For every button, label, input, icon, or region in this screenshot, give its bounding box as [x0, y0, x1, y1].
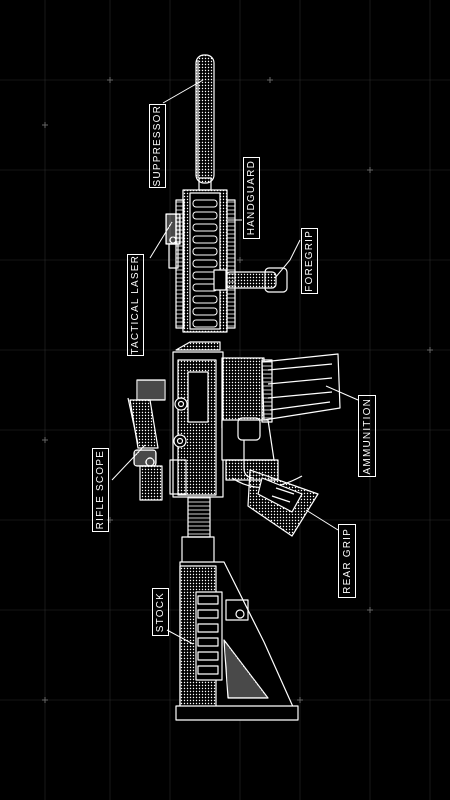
label-ammunition: AMMUNITION	[358, 395, 376, 477]
label-tactical-laser: TACTICAL LASER	[127, 254, 144, 356]
label-suppressor-text: SUPPRESSOR	[152, 105, 163, 187]
handguard-part	[175, 189, 236, 333]
label-suppressor: SUPPRESSOR	[149, 104, 166, 188]
label-rear-grip-text: REAR GRIP	[341, 528, 353, 594]
rear-grip-part	[247, 469, 319, 537]
label-stock: STOCK	[152, 588, 169, 636]
rifle-illustration	[127, 54, 341, 721]
ammunition-part	[261, 353, 341, 423]
suppressor-part	[195, 54, 215, 191]
label-rifle-scope: RIFLE SCOPE	[92, 448, 109, 532]
label-tactical-laser-text: TACTICAL LASER	[130, 255, 141, 355]
upper-receiver-part	[169, 341, 224, 498]
label-handguard: HANDGUARD	[243, 157, 260, 239]
rifle-scope-part	[127, 379, 166, 501]
label-foregrip-text: FOREGRIP	[304, 230, 315, 292]
label-rifle-scope-text: RIFLE SCOPE	[95, 450, 106, 530]
label-foregrip: FOREGRIP	[301, 228, 318, 294]
stock-part	[175, 561, 299, 721]
grid-crosshairs	[42, 77, 433, 703]
tactical-laser-part	[165, 213, 181, 269]
callout-lines	[111, 79, 359, 645]
label-handguard-text: HANDGUARD	[246, 160, 257, 236]
label-stock-text: STOCK	[155, 591, 166, 633]
buffer-tube-part	[181, 496, 215, 566]
label-ammunition-text: AMMUNITION	[361, 397, 373, 475]
label-rear-grip: REAR GRIP	[338, 524, 356, 598]
foregrip-part	[213, 267, 288, 293]
